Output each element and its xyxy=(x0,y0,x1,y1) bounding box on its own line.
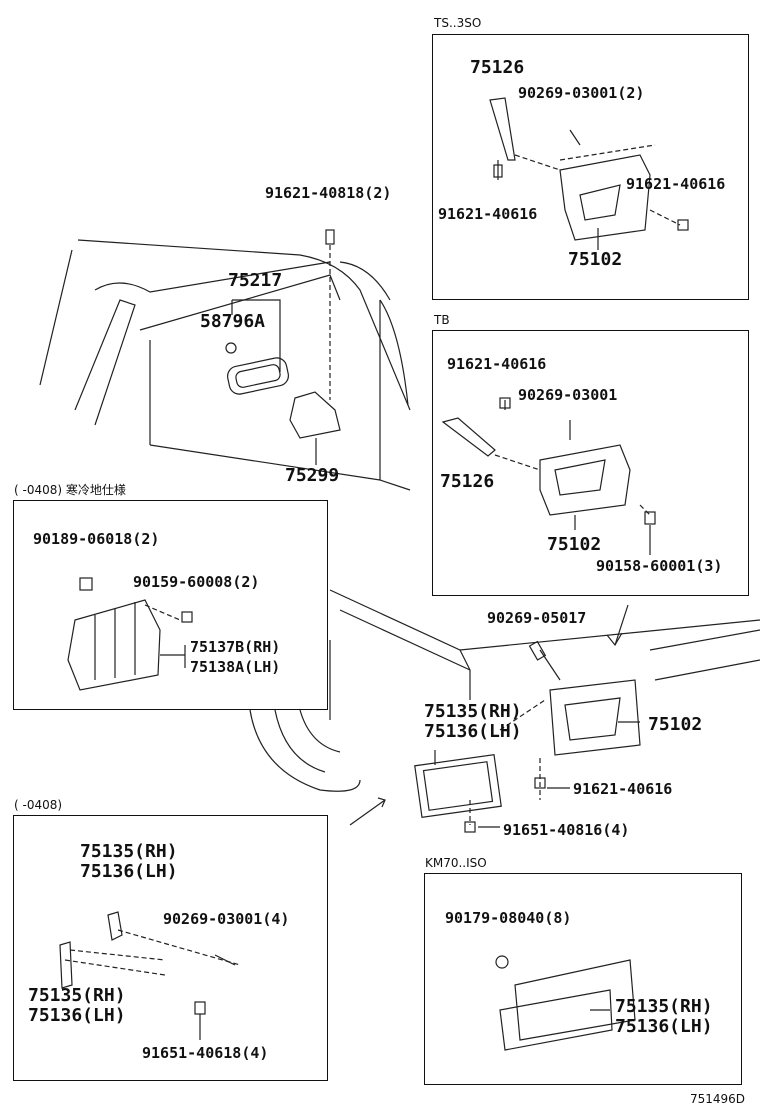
part-number-label: 91621-40616 xyxy=(447,355,547,373)
to-0408-box xyxy=(13,815,328,1081)
part-number-label: 90159-60008(2) xyxy=(133,573,260,591)
part-number-label: 90269-03001(2) xyxy=(518,84,645,102)
part-number-label: 90179-08040(8) xyxy=(445,909,572,927)
part-number-label: 75102 xyxy=(568,249,623,270)
part-number-label: 75217 xyxy=(228,270,283,291)
part-number-label: 75135(RH) xyxy=(28,985,126,1006)
part-number-label: 75135(RH) xyxy=(80,841,178,862)
part-number-label: 91621-40616 xyxy=(438,205,538,223)
part-number-label: 75126 xyxy=(440,471,495,492)
part-number-label: 91621-40616 xyxy=(626,175,726,193)
variant-label-km70: KM70..ISO xyxy=(425,856,487,870)
part-number-label: 91621-40616 xyxy=(573,780,673,798)
part-number-label: 91621-40818(2) xyxy=(265,184,392,202)
part-number-label: 75102 xyxy=(648,714,703,735)
tb-box xyxy=(432,330,749,596)
part-number-label: 91651-40618(4) xyxy=(142,1044,269,1062)
part-number-label: 75126 xyxy=(470,57,525,78)
variant-label-ts3so: TS..3SO xyxy=(434,16,482,30)
cold-climate-box xyxy=(13,500,328,710)
part-number-label: 75135(RH) xyxy=(615,996,713,1017)
variant-label-tb: TB xyxy=(434,313,450,327)
part-number-label: 90269-03001 xyxy=(518,386,618,404)
part-number-label: 75138A(LH) xyxy=(190,658,281,676)
km70-box xyxy=(424,873,742,1085)
ts3so-box xyxy=(432,34,749,300)
part-number-label: 90189-06018(2) xyxy=(33,530,160,548)
part-number-label: 75136(LH) xyxy=(28,1005,126,1026)
part-number-label: 75136(LH) xyxy=(424,721,522,742)
part-number-label: 75135(RH) xyxy=(424,701,522,722)
part-number-label: 75102 xyxy=(547,534,602,555)
figure-id: 751496D xyxy=(690,1092,746,1106)
part-number-label: 91651-40816(4) xyxy=(503,821,630,839)
part-number-label: 90158-60001(3) xyxy=(596,557,723,575)
part-number-label: 75299 xyxy=(285,465,340,486)
part-number-label: 90269-05017 xyxy=(487,609,587,627)
part-number-label: 75136(LH) xyxy=(80,861,178,882)
part-number-label: 58796A xyxy=(200,311,266,332)
part-number-label: 75136(LH) xyxy=(615,1016,713,1037)
part-number-label: 75137B(RH) xyxy=(190,638,281,656)
part-number-label: 90269-03001(4) xyxy=(163,910,290,928)
variant-label-cold: ( -0408) 寒冷地仕様 xyxy=(14,483,126,497)
variant-label-to0408: ( -0408) xyxy=(14,798,63,812)
